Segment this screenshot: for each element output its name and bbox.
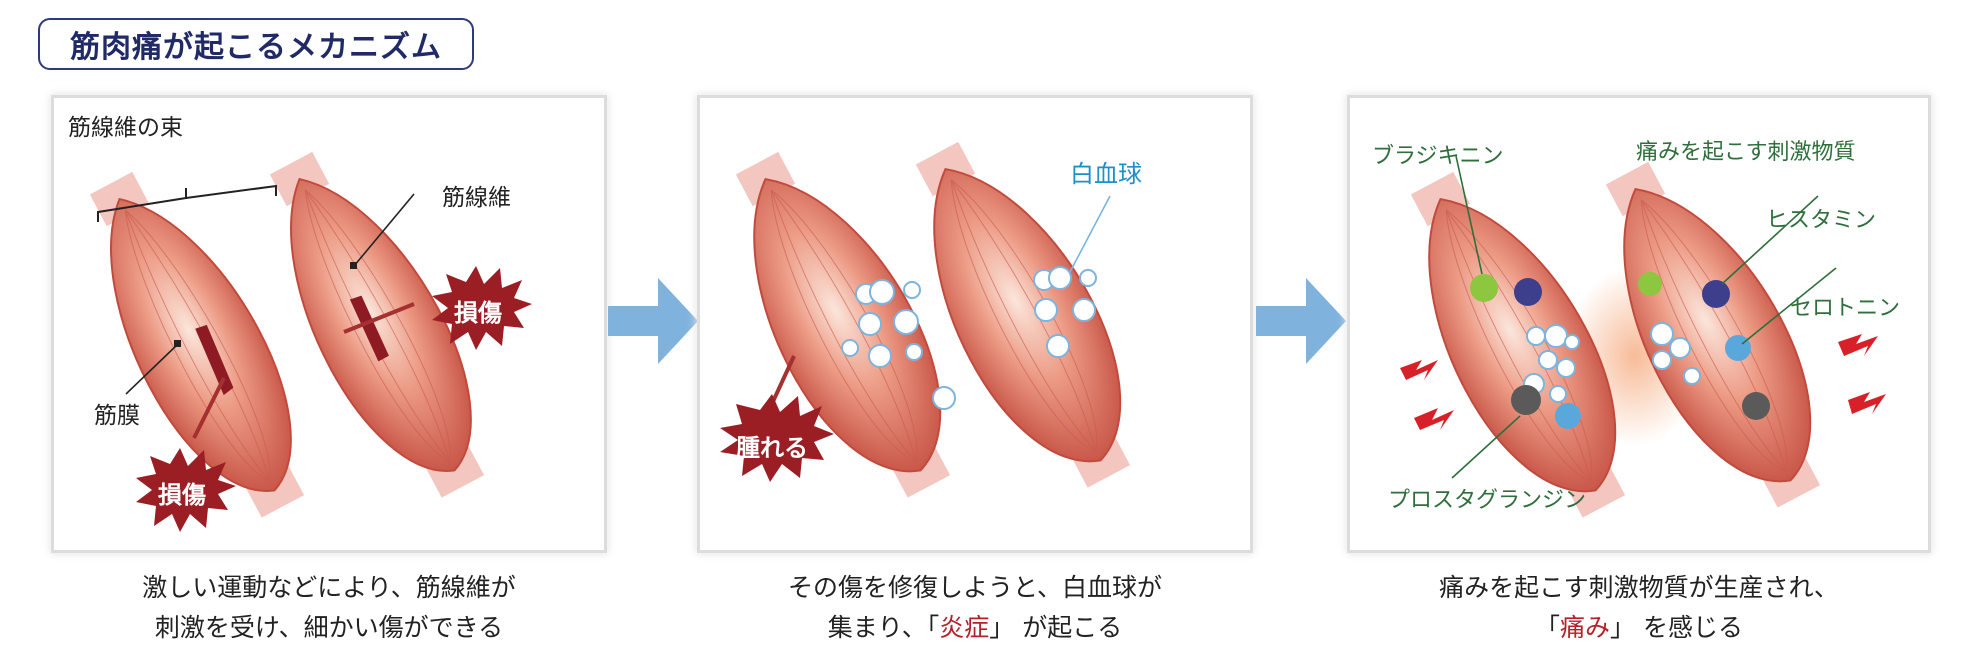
swell-burst [720,394,834,482]
caption-2-highlight-inflammation: 炎症 [939,613,990,642]
damage-burst-b [432,266,532,350]
damage-burst-a [136,448,236,532]
white-blood-cells [841,266,1097,410]
caption-2-prefix: 集まり、「 [827,613,940,642]
caption-stage-3: 痛みを起こす刺激物質が生産され、 「痛み」 を感じる [1350,568,1928,648]
prostaglandin-leader-line [1451,415,1521,479]
wbc-leader-line [1069,195,1111,273]
caption-stage-2: その傷を修復しようと、白血球が 集まり、「炎症」 が起こる [700,568,1250,648]
pain-sparks [1400,334,1886,430]
label-bradykinin: ブラジキニン [1372,144,1504,169]
serotonin-leader-line [1741,267,1837,345]
muscle-fiber-c [735,151,951,498]
label-muscle-fiber: 筋線維 [442,185,511,211]
caption-stage-1: 激しい運動などにより、筋線維が 刺激を受け、細かい傷ができる [54,568,604,648]
label-prostaglandin: プロスタグランジン [1388,488,1587,513]
next-stage-arrow-2 [1256,278,1346,364]
caption-3-line-1: 痛みを起こす刺激物質が生産され、 [1439,573,1839,602]
bradykinin-leader-line [1455,155,1483,275]
label-histamine: ヒスタミン [1766,208,1877,233]
label-swell: 腫れる [736,434,808,462]
stage-3-panel: ブラジキニン 痛みを起こす刺激物質 ヒスタミン セロトニン プロスタグランジン [1350,98,1928,550]
stage-2-panel: 白血球 腫れる [700,98,1250,550]
membrane-leader-line [125,343,179,395]
damage-a-leader-line [192,377,226,439]
fiber-leader-line [353,193,415,267]
muscle-fiber-d [915,141,1131,488]
damage-b-leader-line [343,302,415,334]
bundle-bracket [97,184,277,222]
caption-3-prefix: 「 [1535,613,1561,642]
caption-1-line-1: 激しい運動などにより、筋線維が [142,573,516,602]
caption-2-line-1: その傷を修復しようと、白血球が [787,573,1162,602]
caption-1-line-2: 刺激を受け、細かい傷ができる [154,613,504,642]
label-serotonin: セロトニン [1790,296,1901,321]
next-stage-arrow-1 [608,278,698,364]
label-pain-irritants: 痛みを起こす刺激物質 [1636,140,1856,165]
stage-1-panel: 筋線維の束 筋線維 筋膜 損傷 損傷 [54,98,604,550]
caption-2-suffix: 」 が起こる [989,613,1123,642]
page-title: 筋肉痛が起こるメカニズム [38,18,474,70]
caption-3-highlight-pain: 痛み [1560,613,1611,642]
caption-2-line-2: 集まり、「炎症」 が起こる [700,608,1250,648]
muscle-fiber-bundle-a [89,171,305,518]
label-fascia: 筋膜 [94,403,140,429]
label-damage-b: 損傷 [454,299,502,327]
histamine-leader-line [1721,195,1819,285]
substance-molecules [1470,272,1770,429]
label-white-blood-cell: 白血球 [1070,160,1142,188]
muscle-fiber-bundle-b [269,151,485,498]
caption-3-suffix: 」 を感じる [1610,613,1743,642]
label-damage-a: 損傷 [158,481,206,509]
caption-3-line-2: 「痛み」 を感じる [1350,608,1928,648]
label-fiber-bundle: 筋線維の束 [68,115,183,141]
